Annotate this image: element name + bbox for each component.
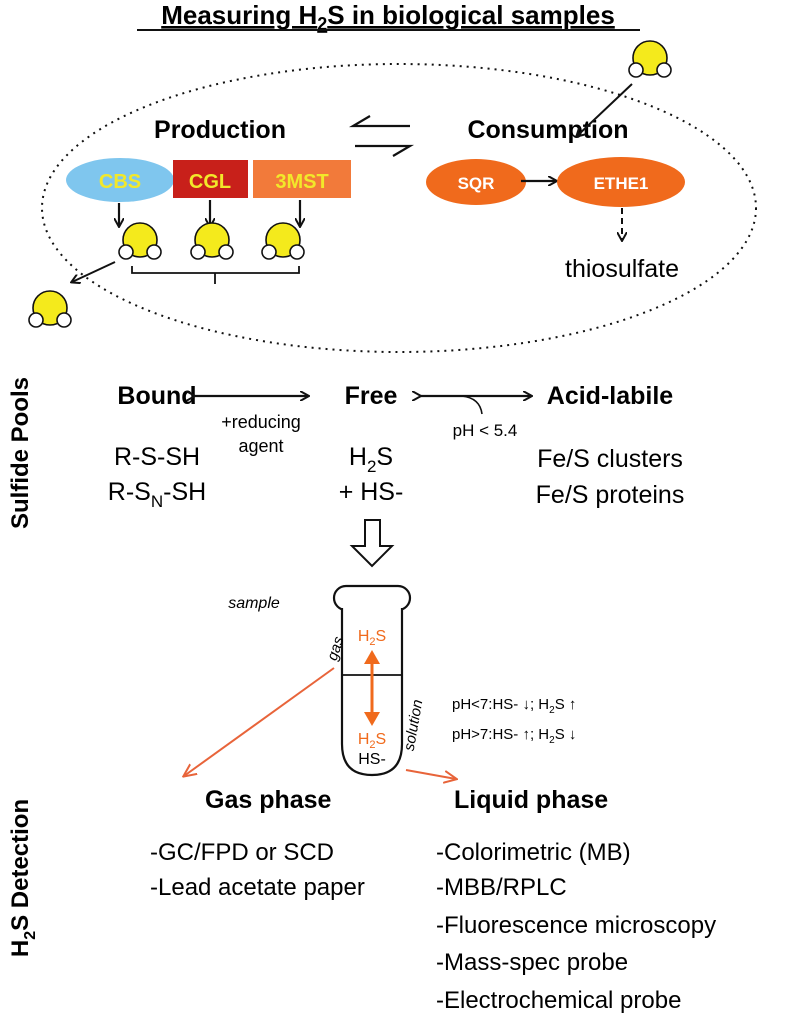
acid-labile-heading: Acid-labile [547,382,674,410]
3mst-enzyme [253,160,351,198]
ph-high-note: pH>7:HS- ↑; H2S ↓ [452,726,576,746]
acid-labile-item-2: Fe/S proteins [536,481,685,509]
liquid-phase-heading: Liquid phase [454,786,608,814]
tube-gas-h2s: H2S [358,628,386,648]
equilibrium-arrow-right [355,144,415,157]
gas-method: -Lead acetate paper [150,874,365,901]
reducing-agent-label-2: agent [238,436,283,456]
bound-formula-1: R-S-SH [114,443,200,471]
gas-phase-heading: Gas phase [205,786,332,814]
3mst-label: 3MST [275,171,328,193]
cell-boundary [41,63,757,353]
h2s-molecule-icon [28,290,72,328]
liquid-phase-arrow [405,769,456,779]
export-arrow [72,261,116,282]
cgl-enzyme [173,160,248,198]
equilibrium-arrow-left [348,115,410,128]
bound-heading: Bound [117,382,196,410]
liquid-method: -Mass-spec probe [436,949,628,976]
h2s-molecule-icon [261,222,305,260]
h2s-molecule-icon [118,222,162,260]
sqr-enzyme [426,159,526,205]
page-title: Measuring H2S in biological samples [161,0,615,34]
import-arrow [577,83,633,136]
solution-label: solution [401,698,427,752]
sulfide-pools-label: Sulfide Pools [7,377,34,529]
bound-formula-2: R-SN-SH [108,478,206,511]
ph-low-note: pH<7:HS- ↓; H2S ↑ [452,696,576,716]
free-formula-1: H2S [349,443,393,476]
h2s-molecule-icon [628,40,672,78]
ethe1-enzyme [557,157,685,207]
sample-label: sample [228,595,280,612]
liquid-method: -Fluorescence microscopy [436,912,716,939]
cgl-label: CGL [189,171,231,193]
hollow-down-arrow [349,519,395,568]
free-heading: Free [345,382,398,410]
cbs-label: CBS [99,171,141,193]
ph-curve [461,395,483,415]
tube-solution-h2s: H2S [358,731,386,751]
ph-threshold-label: pH < 5.4 [453,421,518,440]
production-heading: Production [154,116,286,144]
acid-labile-item-1: Fe/S clusters [537,445,683,473]
ethe1-label: ETHE1 [594,174,649,193]
h2s-molecule-icon [190,222,234,260]
liquid-method: -Colorimetric (MB) [436,839,631,866]
cbs-enzyme [66,158,174,202]
gas-phase-arrow [184,667,335,776]
liquid-method: -MBB/RPLC [436,874,567,901]
thiosulfate-label: thiosulfate [565,255,679,283]
tube-hs-label: HS- [358,751,386,768]
h2s-detection-label: H2S Detection [7,799,39,957]
gas-method: -GC/FPD or SCD [150,839,334,866]
reducing-agent-label-1: +reducing [221,412,301,432]
tube-arrowhead-up [364,650,380,664]
production-bracket [131,266,300,284]
gas-label: gas [324,634,348,663]
sqr-label: SQR [458,174,495,193]
tube-arrowhead-down [364,712,380,726]
liquid-method: -Electrochemical probe [436,987,681,1014]
consumption-heading: Consumption [467,116,628,144]
free-formula-2: + HS- [339,478,404,506]
